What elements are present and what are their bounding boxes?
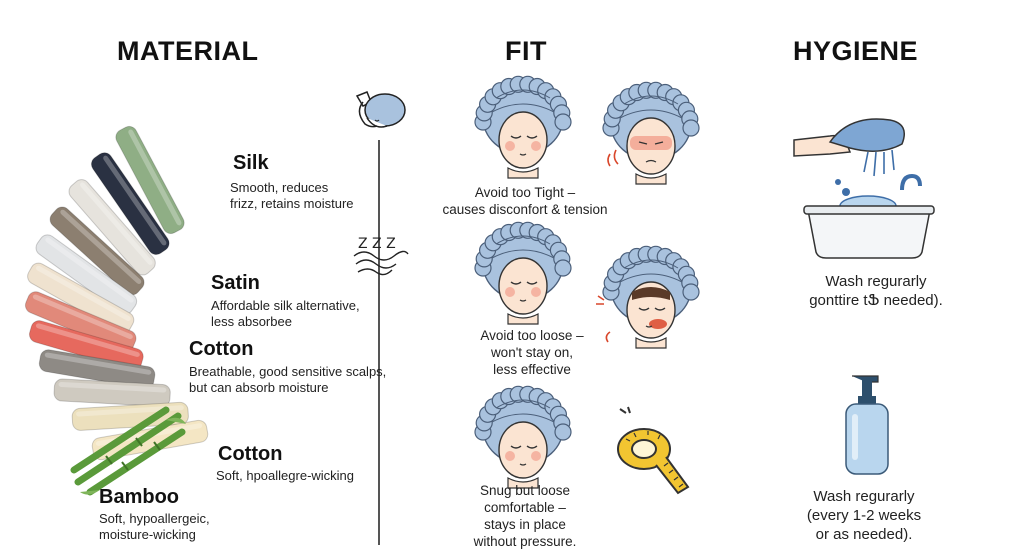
material-desc-cotton-2-line1: Soft, hpoallegre-wicking [216, 468, 355, 483]
material-name-satin: Satin [211, 272, 260, 294]
material-desc-silk-line2: frizz, retains moisture [230, 196, 354, 211]
fit-loose-caption: Avoid too loose – won't stay on, less ef… [462, 327, 602, 378]
fabric-swatch-fan [24, 125, 209, 461]
hygiene-heading: HYGIENE [793, 36, 919, 66]
material-desc-cotton-line2: but can absorb moisture [189, 380, 329, 395]
fabric-swatch [49, 206, 145, 296]
fit-snug-line3: stays in place [484, 517, 566, 532]
fit-snug-caption: Snug but loose comfortable – stays in pl… [462, 482, 588, 550]
fit-snug-line1: Snug but loose [479, 483, 571, 498]
hand-washing-bonnet-illustration [793, 118, 935, 259]
fit-loose-line2: won't stay on, [490, 345, 574, 360]
material-name-cotton-2: Cotton [218, 443, 283, 465]
sleeping-person-icon [355, 91, 406, 128]
zzz-text: Z Z Z [358, 236, 396, 252]
fabric-swatch [24, 291, 137, 353]
fabric-swatch [115, 125, 185, 235]
hygiene-wash-2-line2: (every 1-2 weeks [806, 507, 922, 524]
material-desc-satin: Affordable silk alternative, less absorb… [211, 298, 360, 330]
head-with-tight-bonnet [602, 81, 700, 185]
hygiene-wash-2-line1: Wash regurarly [813, 488, 915, 505]
material-desc-cotton: Breathable, good sensitive scalps, but c… [189, 364, 386, 396]
fabric-swatch [38, 349, 156, 389]
fit-loose-line1: Avoid too loose – [480, 328, 584, 343]
fabric-swatch [68, 179, 156, 276]
fit-snug-line2: comfortable – [484, 500, 566, 515]
material-heading: MATERIAL [117, 36, 259, 66]
hygiene-wash-2-caption: Wash regurarly (every 1-2 weeks or as ne… [786, 487, 942, 544]
material-desc-bamboo-line2: moisture-wicking [99, 527, 196, 542]
material-name-silk: Silk [233, 152, 269, 174]
material-desc-bamboo: Soft, hypoallergeic, moisture-wicking [99, 511, 210, 543]
head-with-loose-bonnet [596, 245, 700, 349]
material-desc-satin-line1: Affordable silk alternative, [211, 298, 360, 313]
material-desc-bamboo-line1: Soft, hypoallergeic, [99, 511, 210, 526]
fit-snug-line4: without pressure. [473, 534, 577, 549]
fit-tight-line1: Avoid too Tight – [474, 185, 576, 200]
column-divider [378, 140, 380, 545]
hygiene-wash-1-caption: Wash regurarly gonttire tՖ needed). [786, 272, 966, 310]
fit-heading: FIT [505, 36, 547, 66]
material-desc-cotton-line1: Breathable, good sensitive scalps, [189, 364, 387, 379]
bamboo-sticks-image [70, 406, 186, 496]
shampoo-bottle-icon [845, 375, 889, 475]
tape-measure-icon [617, 406, 690, 495]
head-with-bonnet-relaxed-2 [474, 221, 572, 325]
material-desc-satin-line2: less absorbee [211, 314, 292, 329]
head-with-bonnet-relaxed-1 [474, 75, 572, 179]
fabric-swatch [35, 234, 138, 315]
head-with-bonnet-snug [474, 385, 572, 489]
fabric-swatch [90, 152, 170, 256]
fabric-swatch [71, 401, 189, 431]
fit-loose-line3: less effective [493, 362, 571, 377]
hygiene-wash-1-line1: Wash regurarly [825, 273, 927, 290]
fabric-swatch [53, 378, 171, 407]
material-desc-cotton-2: Soft, hpoallegre-wicking [216, 468, 354, 484]
material-desc-silk: Smooth, reduces frizz, retains moisture [230, 180, 354, 212]
hygiene-wash-1-line2: gonttire tՖ needed). [809, 292, 943, 309]
fit-tight-line2: causes disconfort & tension [442, 202, 608, 217]
zzz-sleep-icon: Z Z Z [353, 236, 409, 276]
hygiene-wash-2-line3: or as needed). [815, 526, 913, 543]
material-name-cotton: Cotton [189, 338, 254, 360]
material-desc-silk-line1: Smooth, reduces [230, 180, 329, 195]
material-name-bamboo: Bamboo [99, 486, 179, 508]
fit-tight-caption: Avoid too Tight – causes disconfort & te… [420, 184, 630, 218]
